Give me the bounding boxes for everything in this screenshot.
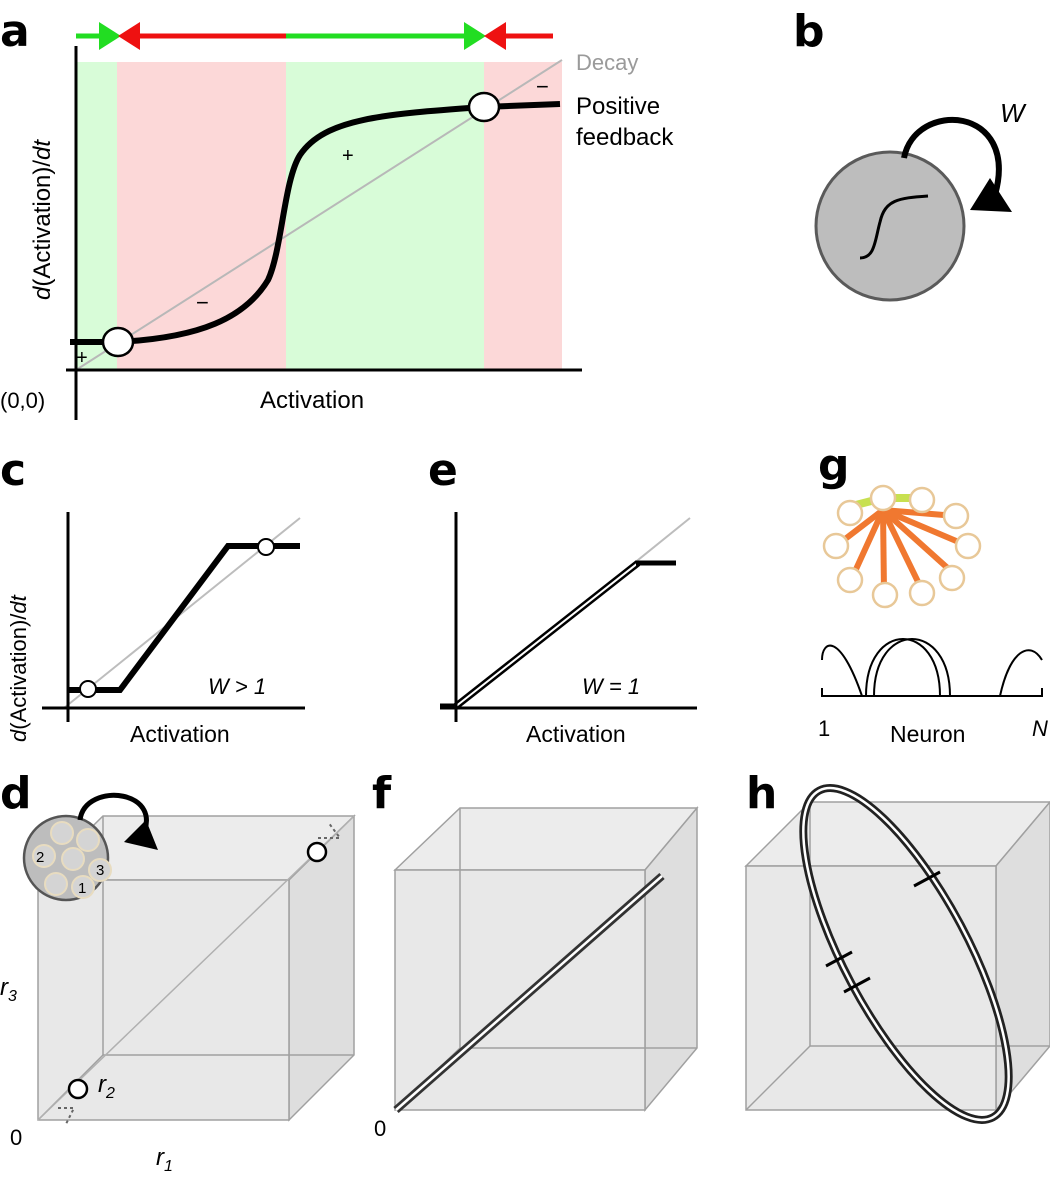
ring-ticks [825, 870, 941, 994]
stable-point-low [67, 1078, 89, 1100]
panel-e: e W = 1 Activation [428, 445, 697, 747]
panel-c-label: c [0, 445, 26, 496]
origin-label: 0 [10, 1125, 22, 1150]
origin-label: (0,0) [0, 388, 45, 413]
neuron-label: 2 [36, 849, 44, 866]
r3-label: r3 [0, 974, 17, 1005]
neuron-node [822, 532, 850, 560]
panel-h: h [744, 768, 1050, 1124]
panel-c: c W > 1 Activation d(Activation)/dt [0, 445, 305, 747]
panel-a-label: a [0, 6, 30, 57]
ring-nodes [822, 486, 982, 609]
self-connection-arc [901, 116, 1002, 196]
origin-label: 0 [374, 1116, 386, 1141]
activity-bumps [821, 638, 1043, 697]
r2-label: r2 [98, 1071, 115, 1102]
stable-point-low [101, 326, 135, 358]
stable-region-1 [76, 62, 117, 370]
neuron-node [836, 499, 864, 527]
panel-f-label: f [372, 768, 392, 819]
sigmoid-icon [859, 194, 929, 260]
neuron-label: 3 [96, 862, 104, 879]
panel-a: a + − + − Decay [0, 6, 674, 420]
sign-minus: − [196, 290, 209, 315]
dotted-marker [318, 821, 342, 839]
sign-plus: + [76, 347, 88, 369]
panel-h-label: h [746, 768, 777, 819]
panel-d-label: d [0, 768, 32, 819]
state-cube [393, 805, 699, 1113]
piecewise-curve [68, 543, 300, 693]
sign-plus: + [342, 145, 354, 167]
panel-b: b W [793, 6, 1027, 302]
x-axis-label: Activation [260, 387, 364, 414]
panel-g: g [818, 440, 1048, 747]
population-neurons [32, 821, 112, 899]
condition-label: W > 1 [208, 674, 266, 699]
panel-d: d 2 3 1 r3 r2 r1 0 [0, 768, 356, 1175]
sign-minus: − [536, 74, 549, 99]
neuron-axis-label: Neuron [890, 721, 965, 747]
panel-b-label: b [793, 6, 825, 57]
panel-g-label: g [818, 440, 850, 491]
neuron-node [871, 581, 899, 609]
panel-f: f 0 [372, 768, 699, 1141]
neuron-node [908, 486, 936, 514]
x-axis-label: Activation [526, 721, 626, 747]
neuron-node [836, 566, 864, 594]
neuron-label: 1 [78, 880, 86, 897]
feedback-curve [70, 101, 561, 345]
neuron-axis [821, 688, 1043, 697]
y-axis-label: d(Activation)/dt [6, 594, 31, 742]
stable-point-high [306, 841, 328, 863]
neuron-node-active [869, 484, 897, 512]
weight-label: W [1000, 98, 1027, 128]
condition-label: W = 1 [582, 674, 640, 699]
x-axis-label: Activation [130, 721, 230, 747]
unstable-region-1 [117, 62, 286, 370]
feedback-label-line1: Positive [576, 93, 660, 120]
axis-end-label: N [1032, 716, 1048, 741]
y-axis-label: d(Activation)/dt [29, 139, 56, 300]
diagonal [37, 815, 355, 1121]
neuron-node [954, 532, 982, 560]
neuron-node [908, 579, 936, 607]
stable-point-high [467, 91, 501, 123]
axis-start-label: 1 [818, 716, 830, 741]
arrowhead-icon [124, 820, 158, 850]
neuron-circle [814, 150, 966, 302]
stable-point-high [257, 538, 275, 556]
r1-label: r1 [156, 1144, 173, 1175]
neuron-node [938, 564, 966, 592]
neuron-node [942, 502, 970, 530]
stable-point-low [79, 680, 97, 698]
flow-arrows [76, 22, 553, 50]
arrowhead-icon [970, 178, 1012, 212]
panel-e-label: e [428, 445, 458, 496]
decay-label: Decay [576, 50, 638, 75]
feedback-label-line2: feedback [576, 124, 674, 151]
